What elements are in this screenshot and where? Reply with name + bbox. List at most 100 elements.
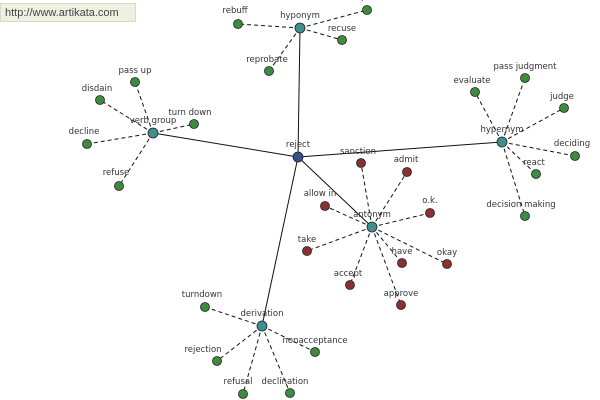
node-dot-refusal[interactable] <box>238 389 248 399</box>
node-accept[interactable]: accept <box>334 269 363 290</box>
edge-hypernym-deciding <box>501 141 576 157</box>
node-pass_judgment[interactable]: pass judgment <box>494 62 558 83</box>
node-dot-disdain[interactable] <box>95 95 105 105</box>
node-hyponym_top[interactable]: hyponym <box>280 11 320 34</box>
node-label-decline: decline <box>69 127 100 137</box>
node-dot-approve[interactable] <box>396 300 406 310</box>
node-dot-recuse[interactable] <box>337 35 347 45</box>
node-sanction[interactable]: sanction <box>340 147 376 168</box>
node-turn_down[interactable]: turn down <box>168 108 212 129</box>
edge-verb_group-refuse <box>118 132 154 187</box>
node-label-verb_group: verb group <box>130 116 177 126</box>
node-derivation[interactable]: derivation <box>240 309 284 332</box>
node-dot-repudiate[interactable] <box>362 5 372 15</box>
node-approve[interactable]: approve <box>384 289 419 310</box>
node-repudiate[interactable]: repudiate <box>353 0 394 15</box>
edge-antonym-accept <box>349 226 373 286</box>
node-reject[interactable]: reject <box>286 140 311 163</box>
node-dot-rejection[interactable] <box>212 356 222 366</box>
edge-hypernym-pass_judgment <box>501 77 526 143</box>
node-react[interactable]: react <box>523 158 546 179</box>
node-dot-okay[interactable] <box>442 259 452 269</box>
node-label-allow_in: allow in <box>304 189 337 199</box>
node-disdain[interactable]: disdain <box>82 84 113 105</box>
edge-antonym-admit <box>371 171 408 228</box>
edge-antonym-okay <box>371 226 448 265</box>
edge-hypernym-evaluate <box>474 91 503 143</box>
node-dot-pass_judgment[interactable] <box>520 73 530 83</box>
node-dot-turn_down[interactable] <box>189 119 199 129</box>
node-antonym[interactable]: antonym <box>353 210 391 233</box>
edge-reject-hypernym <box>297 141 503 158</box>
node-label-pass_judgment: pass judgment <box>494 62 558 72</box>
node-dot-deciding[interactable] <box>570 151 580 161</box>
node-allow_in[interactable]: allow in <box>304 189 337 211</box>
node-decline[interactable]: decline <box>69 127 100 149</box>
node-label-recuse: recuse <box>328 24 356 34</box>
site-watermark[interactable]: http://www.artikata.com <box>0 3 136 22</box>
node-dot-refuse[interactable] <box>114 181 124 191</box>
node-decision_making[interactable]: decision making <box>486 200 556 221</box>
node-declination[interactable]: declination <box>262 377 309 398</box>
node-verb_group[interactable]: verb group <box>130 116 177 139</box>
node-dot-decline[interactable] <box>82 139 92 149</box>
node-dot-take[interactable] <box>302 246 312 256</box>
node-dot-accept[interactable] <box>345 280 355 290</box>
node-dot-react[interactable] <box>531 169 541 179</box>
edge-hyponym_top-recuse <box>299 27 343 41</box>
edge-hypernym-judge <box>501 107 565 143</box>
node-dot-allow_in[interactable] <box>320 201 330 211</box>
node-dot-ok[interactable] <box>425 208 435 218</box>
node-have[interactable]: have <box>392 247 413 268</box>
node-okay[interactable]: okay <box>437 248 457 269</box>
node-label-reprobate: reprobate <box>246 55 288 65</box>
node-reprobate[interactable]: reprobate <box>246 55 288 76</box>
node-dot-reject[interactable] <box>292 151 304 163</box>
node-hypernym[interactable]: hypernym <box>480 125 524 148</box>
node-label-ok: o.k. <box>422 196 437 206</box>
node-dot-nonacceptance[interactable] <box>310 347 320 357</box>
node-pass_up[interactable]: pass up <box>119 66 152 87</box>
edge-derivation-refusal <box>242 325 263 395</box>
node-dot-admit[interactable] <box>402 167 412 177</box>
node-label-refusal: refusal <box>224 377 253 387</box>
node-refuse[interactable]: refuse <box>103 168 130 191</box>
node-ok[interactable]: o.k. <box>422 196 438 218</box>
node-refusal[interactable]: refusal <box>224 377 253 399</box>
edge-reject-verb_group <box>152 132 299 158</box>
node-turndown[interactable]: turndown <box>182 290 222 312</box>
node-label-turndown: turndown <box>182 290 222 300</box>
node-dot-derivation[interactable] <box>256 320 268 332</box>
node-dot-turndown[interactable] <box>200 302 210 312</box>
node-label-decision_making: decision making <box>486 200 555 210</box>
node-dot-reprobate[interactable] <box>264 66 274 76</box>
node-dot-rebuff[interactable] <box>233 19 243 29</box>
node-take[interactable]: take <box>298 235 316 256</box>
node-label-antonym: antonym <box>353 210 391 220</box>
node-dot-pass_up[interactable] <box>130 77 140 87</box>
node-dot-verb_group[interactable] <box>147 127 159 139</box>
edge-antonym-have <box>371 226 403 264</box>
node-evaluate[interactable]: evaluate <box>454 76 491 97</box>
node-dot-have[interactable] <box>397 258 407 268</box>
node-admit[interactable]: admit <box>394 155 419 177</box>
node-label-turn_down: turn down <box>168 108 211 118</box>
node-deciding[interactable]: deciding <box>554 139 590 161</box>
node-dot-decision_making[interactable] <box>520 211 530 221</box>
node-rebuff[interactable]: rebuff <box>222 6 249 29</box>
edge-hyponym_top-repudiate <box>299 9 368 29</box>
node-dot-antonym[interactable] <box>366 221 378 233</box>
node-dot-judge[interactable] <box>559 103 569 113</box>
edge-antonym-ok <box>371 212 431 228</box>
node-rejection[interactable]: rejection <box>184 345 222 366</box>
node-nonacceptance[interactable]: nonacceptance <box>283 336 348 357</box>
edge-antonym-sanction <box>360 162 373 228</box>
node-judge[interactable]: judge <box>549 92 574 113</box>
node-dot-hypernym[interactable] <box>496 136 508 148</box>
node-label-take: take <box>298 235 316 245</box>
node-dot-sanction[interactable] <box>356 158 366 168</box>
node-dot-evaluate[interactable] <box>470 87 480 97</box>
node-dot-declination[interactable] <box>285 388 295 398</box>
node-recuse[interactable]: recuse <box>328 24 356 45</box>
node-dot-hyponym_top[interactable] <box>294 22 306 34</box>
